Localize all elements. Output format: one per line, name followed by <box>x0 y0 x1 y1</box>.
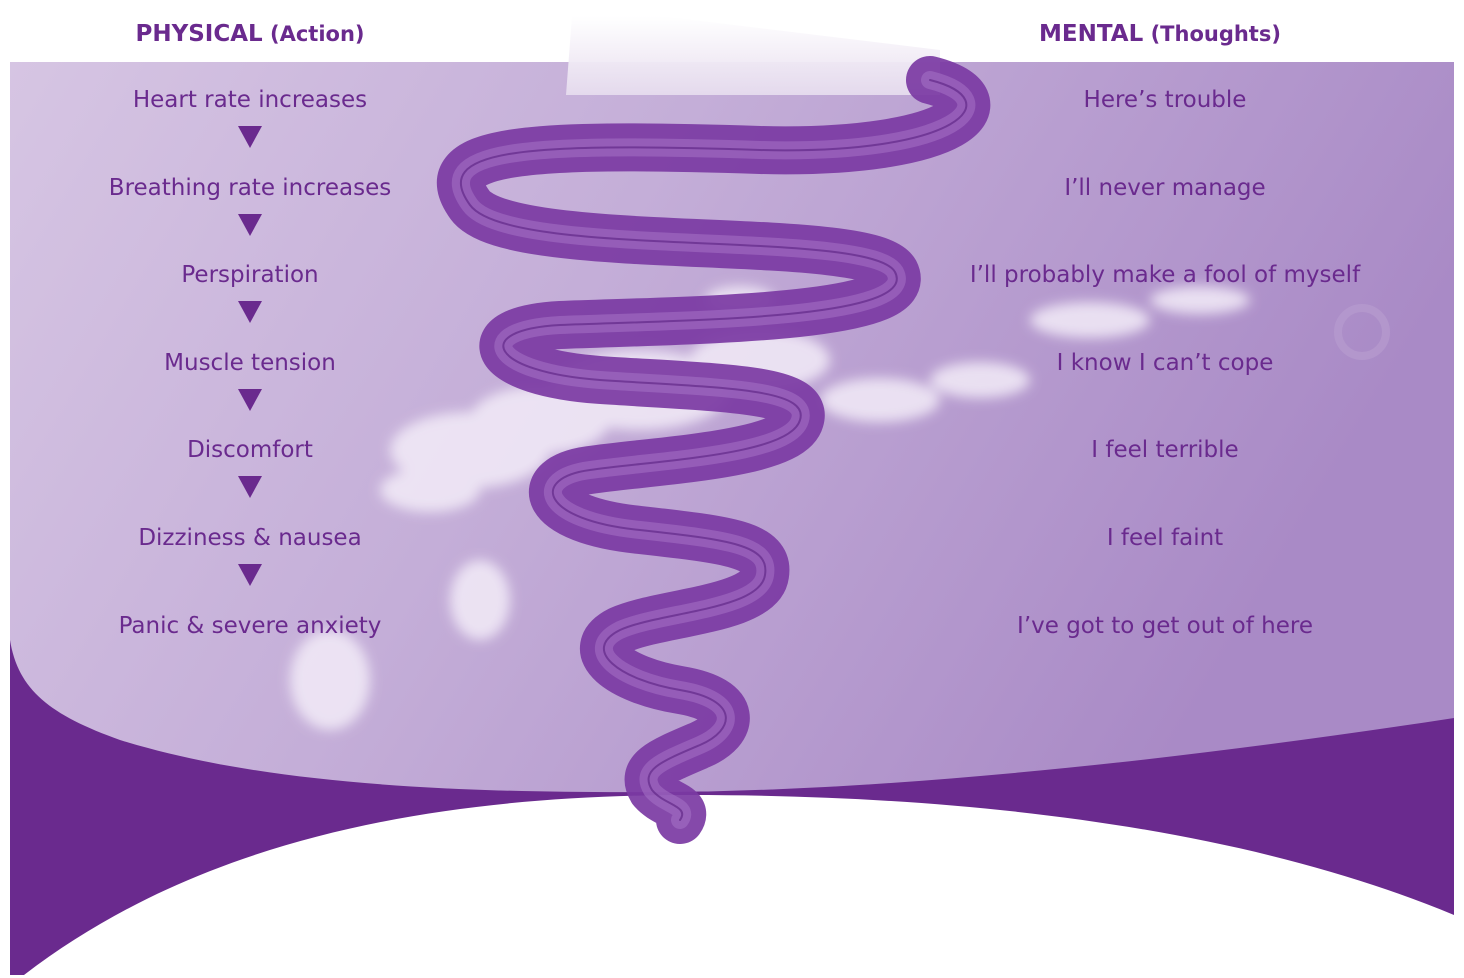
physical-heading-sub: (Action) <box>270 22 365 46</box>
physical-step: Panic & severe anxiety <box>118 613 382 639</box>
mental-heading-sub: (Thoughts) <box>1150 22 1281 46</box>
spiral-top-column <box>566 16 940 95</box>
down-triangle-icon <box>238 476 262 498</box>
mental-step: I’ll probably make a fool of myself <box>969 262 1361 288</box>
physical-step: Discomfort <box>187 437 313 463</box>
mental-heading: MENTAL (Thoughts) <box>1010 14 1310 54</box>
down-triangle-icon <box>238 564 262 586</box>
mental-step: I feel faint <box>1106 525 1224 551</box>
physical-step: Heart rate increases <box>132 87 368 113</box>
downward-spiral-ribbon <box>437 56 991 844</box>
mental-step: I feel terrible <box>1091 437 1239 463</box>
physical-step: Breathing rate increases <box>108 175 392 201</box>
mental-step: I know I can’t cope <box>1056 350 1274 376</box>
mental-step: Here’s trouble <box>1083 87 1247 113</box>
cloud-shapes <box>290 286 1250 730</box>
physical-step: Perspiration <box>181 262 319 288</box>
physical-heading-main: PHYSICAL <box>135 21 263 47</box>
physical-heading: PHYSICAL (Action) <box>100 14 400 54</box>
mental-step: I’ll never manage <box>1064 175 1266 201</box>
sky-panel <box>10 62 1454 793</box>
down-triangle-icon <box>238 301 262 323</box>
down-triangle-icon <box>238 126 262 148</box>
mental-heading-main: MENTAL <box>1039 21 1144 47</box>
physical-step: Dizziness & nausea <box>138 525 362 551</box>
physical-step: Muscle tension <box>164 350 336 376</box>
faint-ring <box>1334 304 1390 360</box>
mental-step: I’ve got to get out of here <box>1017 613 1313 639</box>
down-triangle-icon <box>238 214 262 236</box>
down-triangle-icon <box>238 389 262 411</box>
